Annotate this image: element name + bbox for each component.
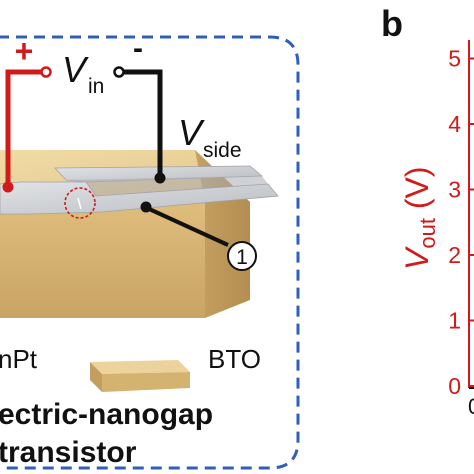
- title-line1: ectric-nanogap: [0, 398, 213, 431]
- nanogap-highlight-circle: [64, 187, 96, 219]
- left-material-label: nPt: [0, 344, 38, 374]
- vin-subscript: in: [88, 75, 104, 98]
- y-tick-label-2: 2: [448, 242, 461, 268]
- positive-terminal: [40, 66, 52, 78]
- ylabel-sub: out: [415, 218, 440, 249]
- ylabel-unit: (V): [399, 167, 435, 219]
- electrode-marker-label: 1: [236, 246, 248, 269]
- panel-b-y-ticks: 0 1 2 3 4 5: [448, 46, 474, 399]
- negative-wire: [120, 69, 163, 176]
- positive-contact-dot: [2, 181, 14, 193]
- svg-text:Vout (V): Vout (V): [399, 167, 440, 270]
- substrate-label: BTO: [208, 344, 261, 374]
- negative-contact-dot: [154, 172, 166, 184]
- negative-terminal: [113, 66, 125, 78]
- electrode-marker-circle: [227, 241, 257, 271]
- y-tick-label-5: 5: [448, 46, 461, 72]
- panel-b-letter: b: [381, 3, 403, 44]
- bto-piece-front: [102, 372, 190, 392]
- dashed-frame: [0, 35, 300, 470]
- substrate-front-face: [0, 202, 205, 318]
- vside-subscript: side: [203, 139, 242, 162]
- title-line2: transistor: [0, 436, 137, 469]
- y-tick-label-4: 4: [448, 111, 461, 137]
- electrode-pointer-line: [146, 206, 229, 247]
- panel-b-x-tick-0: 0: [468, 394, 474, 419]
- bto-piece-top: [90, 360, 190, 374]
- ylabel-main: V: [399, 246, 435, 270]
- nanogap-channel: [66, 176, 268, 196]
- electrode-pointer-dot: [140, 201, 152, 213]
- positive-wire: [5, 69, 45, 187]
- vin-label: V: [62, 49, 89, 90]
- y-tick-label-3: 3: [448, 177, 461, 203]
- nanogap-mark: [77, 197, 82, 210]
- minus-sign: -: [133, 32, 143, 65]
- panel-b-y-axis-label: Vout (V): [399, 167, 440, 270]
- y-tick-label-1: 1: [448, 308, 461, 334]
- vside-label: V: [178, 112, 205, 153]
- y-tick-label-0: 0: [448, 373, 461, 399]
- plus-sign: +: [15, 33, 34, 69]
- bto-piece-side: [90, 362, 102, 392]
